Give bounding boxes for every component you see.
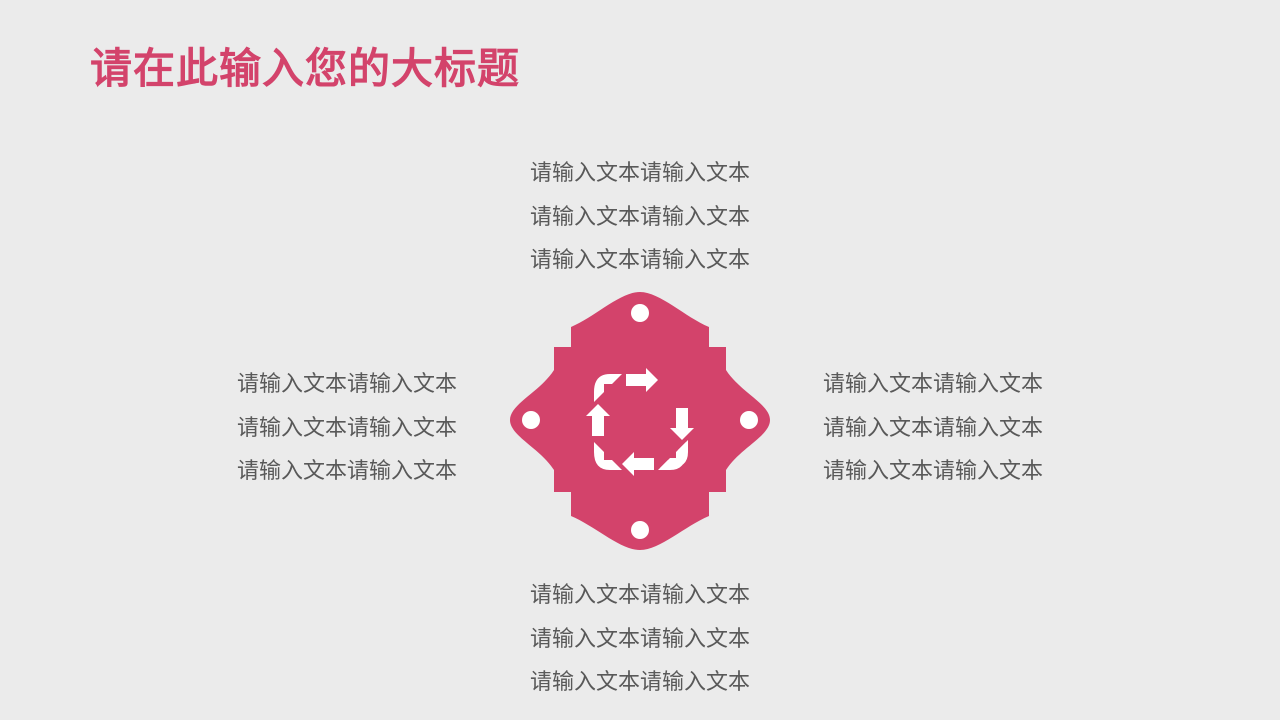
emblem-dot-left bbox=[522, 411, 540, 429]
text-line: 请输入文本请输入文本 bbox=[236, 415, 457, 441]
text-line: 请输入文本请输入文本 bbox=[529, 583, 750, 608]
text-block-left: 请输入文本请输入文本 请输入文本请输入文本 请输入文本请输入文本 bbox=[217, 363, 477, 494]
center-emblem bbox=[510, 292, 770, 550]
emblem-dot-top bbox=[631, 304, 649, 322]
text-line: 请输入文本请输入文本 bbox=[236, 372, 457, 397]
text-line: 请输入文本请输入文本 bbox=[822, 459, 1043, 484]
page-title: 请在此输入您的大标题 bbox=[90, 44, 521, 93]
text-line: 请输入文本请输入文本 bbox=[529, 204, 750, 230]
text-line: 请输入文本请输入文本 bbox=[529, 670, 750, 695]
text-block-bottom: 请输入文本请输入文本 请输入文本请输入文本 请输入文本请输入文本 bbox=[510, 574, 770, 705]
emblem-dot-right bbox=[740, 411, 758, 429]
text-line: 请输入文本请输入文本 bbox=[529, 161, 750, 186]
text-line: 请输入文本请输入文本 bbox=[529, 626, 750, 652]
text-line: 请输入文本请输入文本 bbox=[822, 372, 1043, 397]
recycle-arrows-icon bbox=[586, 368, 694, 476]
text-block-top: 请输入文本请输入文本 请输入文本请输入文本 请输入文本请输入文本 bbox=[510, 152, 770, 283]
text-line: 请输入文本请输入文本 bbox=[529, 248, 750, 273]
text-line: 请输入文本请输入文本 bbox=[822, 415, 1043, 441]
text-block-right: 请输入文本请输入文本 请输入文本请输入文本 请输入文本请输入文本 bbox=[803, 363, 1063, 494]
emblem-dot-bottom bbox=[631, 521, 649, 539]
text-line: 请输入文本请输入文本 bbox=[236, 459, 457, 484]
emblem-shape bbox=[510, 292, 770, 550]
